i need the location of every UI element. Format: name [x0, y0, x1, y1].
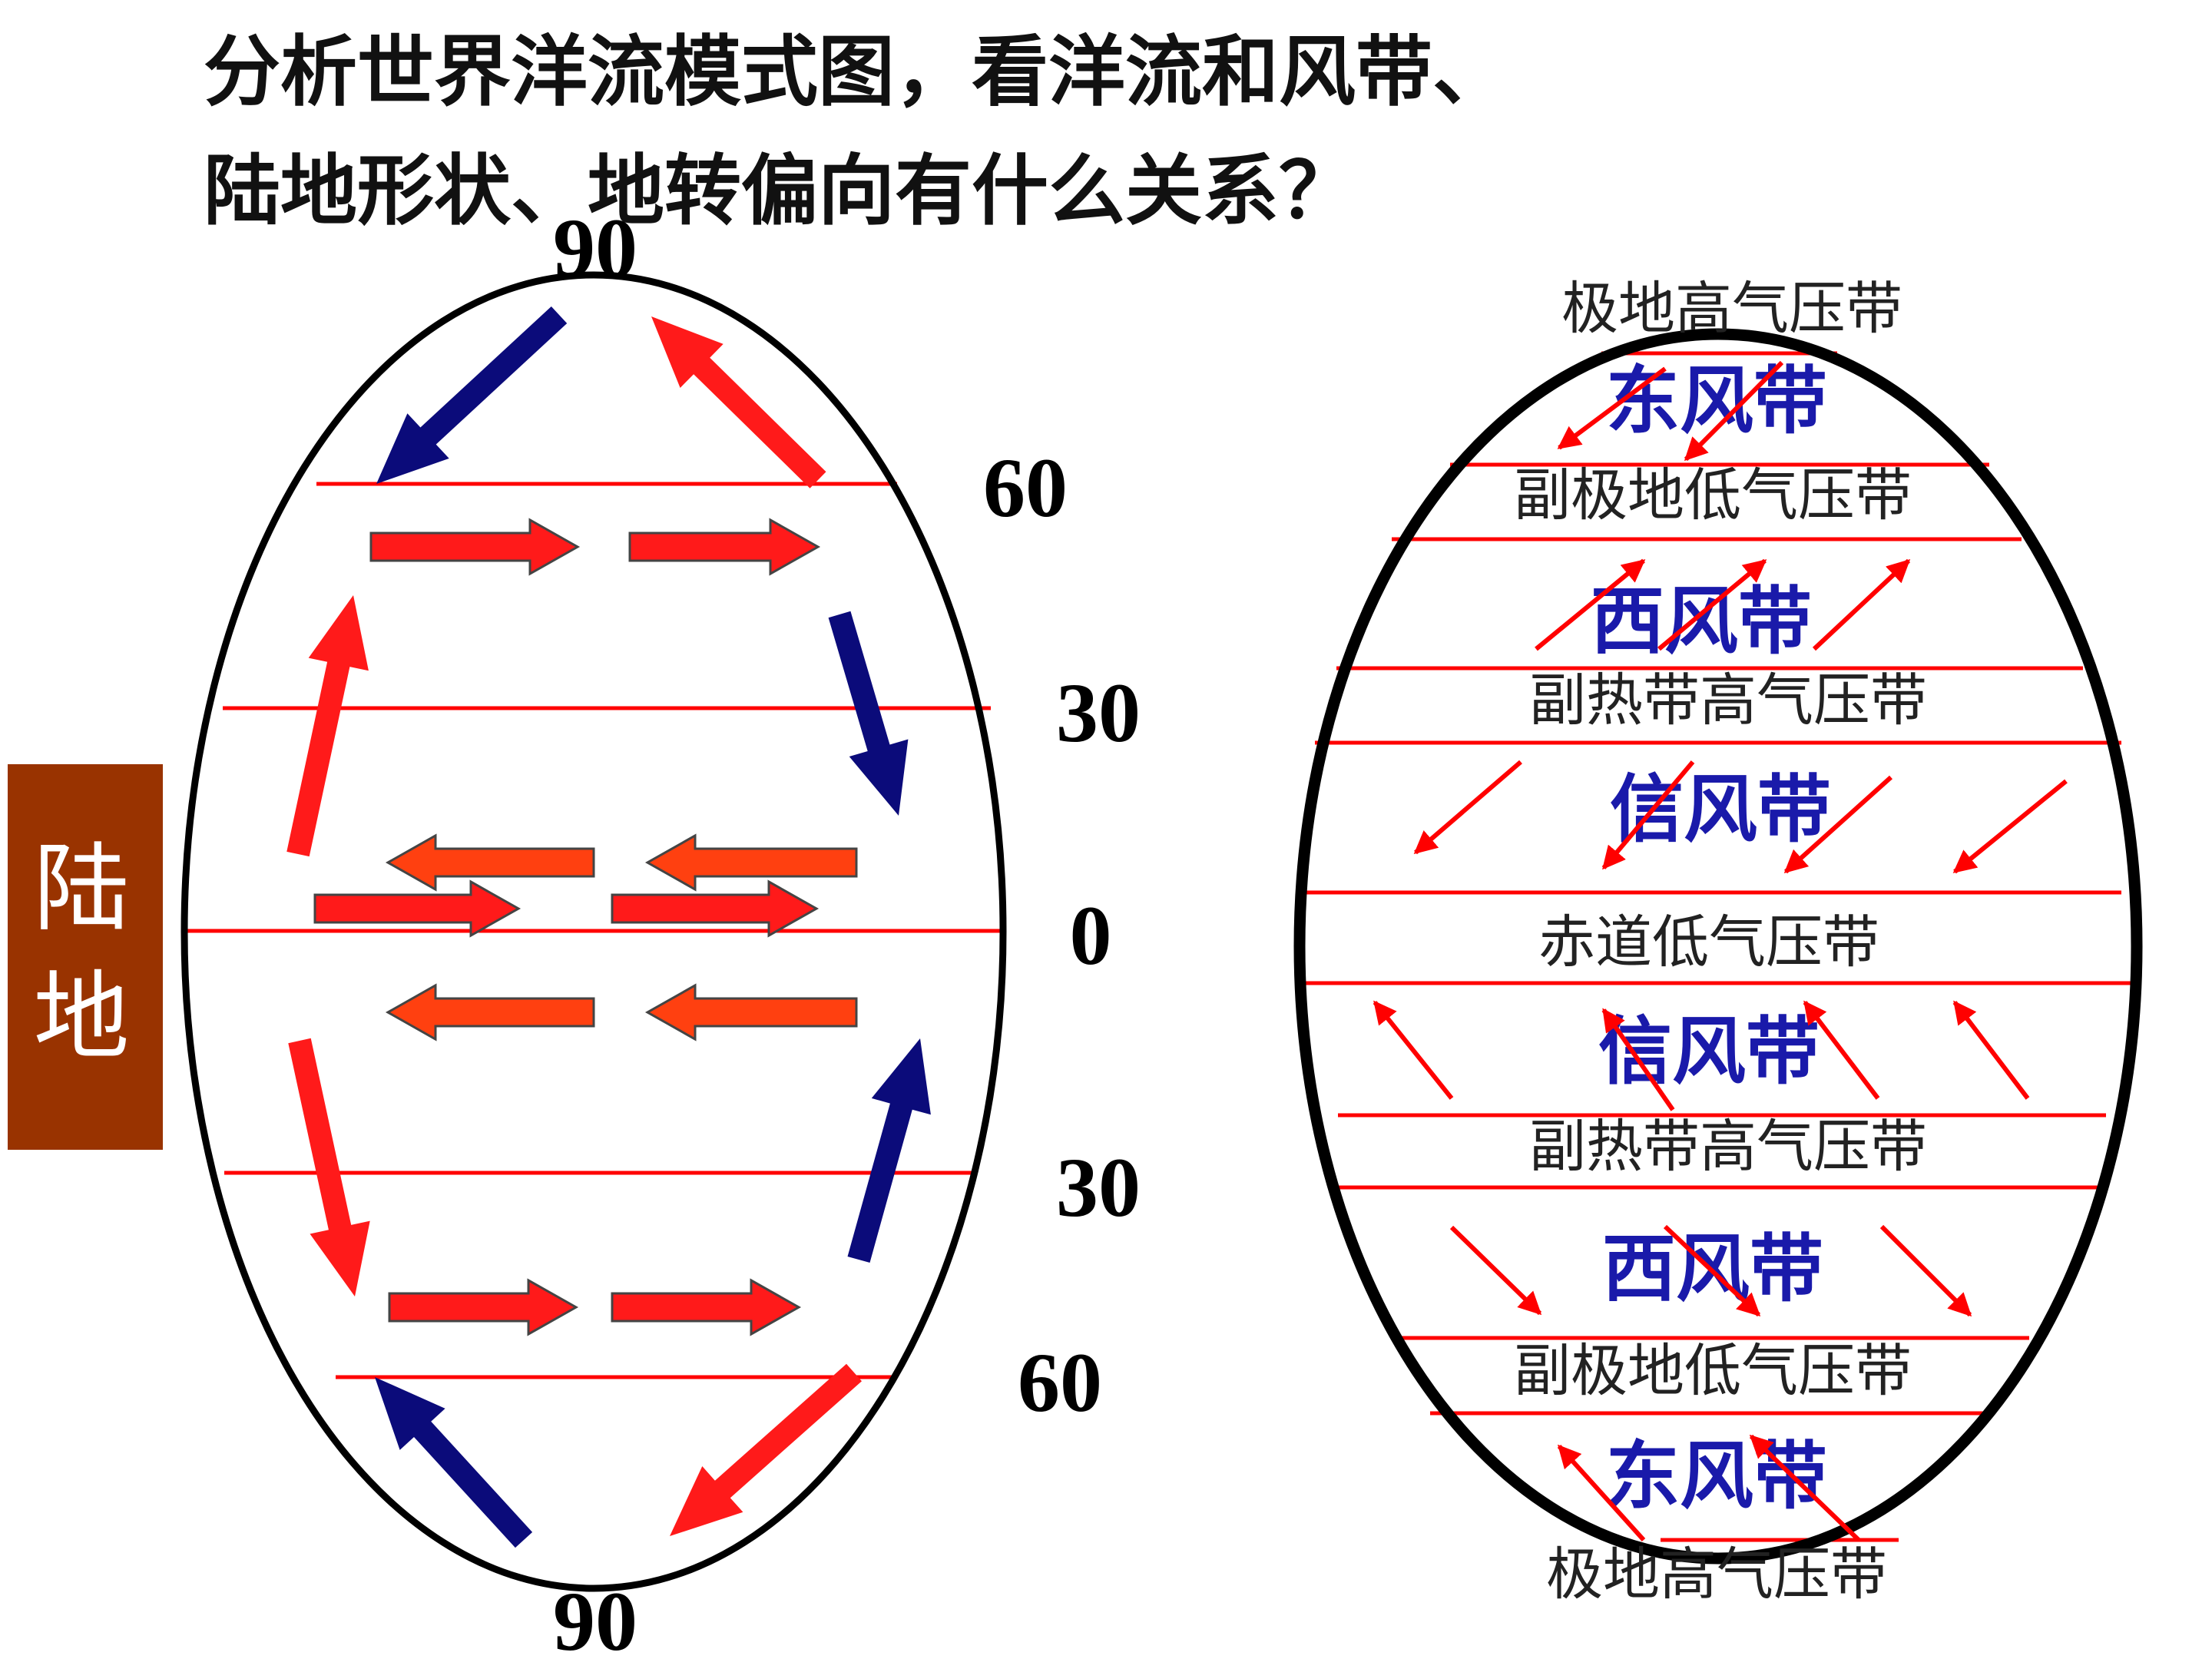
pressure-belt-subtropical-high-south: 副热带高气压带	[1529, 1114, 1927, 1180]
warm-current-arrow	[286, 595, 369, 857]
wind-arrow	[1373, 1000, 1454, 1100]
pressure-belt-subtropical-high-north: 副热带高气压带	[1529, 667, 1927, 733]
wind-arrow	[1413, 760, 1522, 855]
land-label-char-1: 陆	[34, 833, 130, 945]
ocean-current-model: 90 60 30 0 30 60 90	[180, 201, 1141, 1659]
eastward-current-arrow	[628, 518, 821, 576]
wind-arrow	[1812, 558, 1911, 651]
lat-label-30-south: 30	[1056, 1141, 1141, 1234]
eastward-current-arrow	[611, 1278, 802, 1336]
eastward-current-arrow	[388, 1278, 579, 1336]
eastward-equatorial-arrow	[611, 879, 820, 938]
cold-current-arrow	[828, 611, 909, 816]
pressure-belt-equatorial-low: 赤道低气压带	[1538, 909, 1879, 975]
wind-arrow	[1557, 366, 1667, 450]
title-line-2: 陆地形状、地转偏向有什么关系？	[204, 145, 1356, 236]
land-box: 陆 地	[8, 764, 163, 1150]
wind-arrow	[1601, 760, 1695, 870]
current-arrows	[286, 306, 931, 1548]
land-label-char-2: 地	[34, 962, 130, 1073]
warm-current-arrow	[651, 316, 826, 488]
wind-arrow	[1952, 779, 2068, 874]
lat-label-90-bottom: 90	[553, 1575, 637, 1659]
pressure-belt-polar-high-south: 极地高气压带	[1546, 1541, 1887, 1608]
eastward-equatorial-arrow	[313, 879, 522, 938]
wind-belt-westerly-north: 西风带	[1591, 578, 1812, 664]
wind-belt-trade-south: 信风带	[1598, 1008, 1820, 1094]
wind-arrow	[1449, 1225, 1542, 1316]
westward-counter-arrow	[644, 983, 858, 1041]
lat-label-60-north: 60	[983, 441, 1068, 535]
wind-arrow	[1749, 1434, 1861, 1542]
wind-belt-trade-north: 信风带	[1610, 766, 1831, 853]
warm-current-arrow	[670, 1363, 862, 1536]
lat-label-30-north: 30	[1056, 666, 1141, 760]
eastward-current-arrow	[369, 518, 581, 576]
warm-current-arrow	[288, 1038, 370, 1296]
cold-current-arrow	[375, 1377, 533, 1548]
wind-arrow	[1684, 360, 1784, 462]
westward-counter-arrow	[385, 983, 595, 1041]
lat-label-60-south: 60	[1018, 1336, 1102, 1429]
wind-arrow	[1783, 775, 1893, 874]
wind-arrow	[1657, 558, 1767, 651]
pressure-wind-belt-model: 极地高气压带 副极地低气压带 副热带高气压带 赤道低气压带 副热带高气压带 副极…	[1293, 276, 2143, 1608]
pressure-belt-subpolar-low-south: 副极地低气压带	[1514, 1338, 1912, 1404]
wind-arrow	[1663, 1224, 1761, 1317]
wind-arrow	[1803, 1000, 1880, 1100]
wind-arrow	[1952, 1000, 2030, 1100]
title-line-1: 分析世界洋流模式图，看洋流和风带、	[204, 26, 1509, 117]
wind-arrow	[1879, 1224, 1972, 1317]
pressure-belt-subpolar-low-north: 副极地低气压带	[1514, 462, 1912, 528]
zonal-current-arrows	[313, 518, 858, 1336]
wind-arrow	[1535, 558, 1646, 651]
cold-current-arrow	[376, 306, 568, 484]
westward-counter-arrow	[385, 833, 595, 892]
lat-label-90-top: 90	[553, 201, 637, 295]
wind-arrow	[1557, 1444, 1646, 1542]
lat-label-0: 0	[1070, 889, 1112, 982]
wind-arrow	[1601, 1008, 1675, 1111]
pressure-belt-polar-high-north: 极地高气压带	[1561, 276, 1902, 342]
cold-current-arrow	[847, 1038, 931, 1263]
wind-direction-arrows	[1373, 360, 2068, 1542]
ocean-basin-outline	[180, 271, 1007, 1592]
westward-counter-arrow	[644, 833, 858, 892]
globe-outline	[1293, 328, 2143, 1565]
